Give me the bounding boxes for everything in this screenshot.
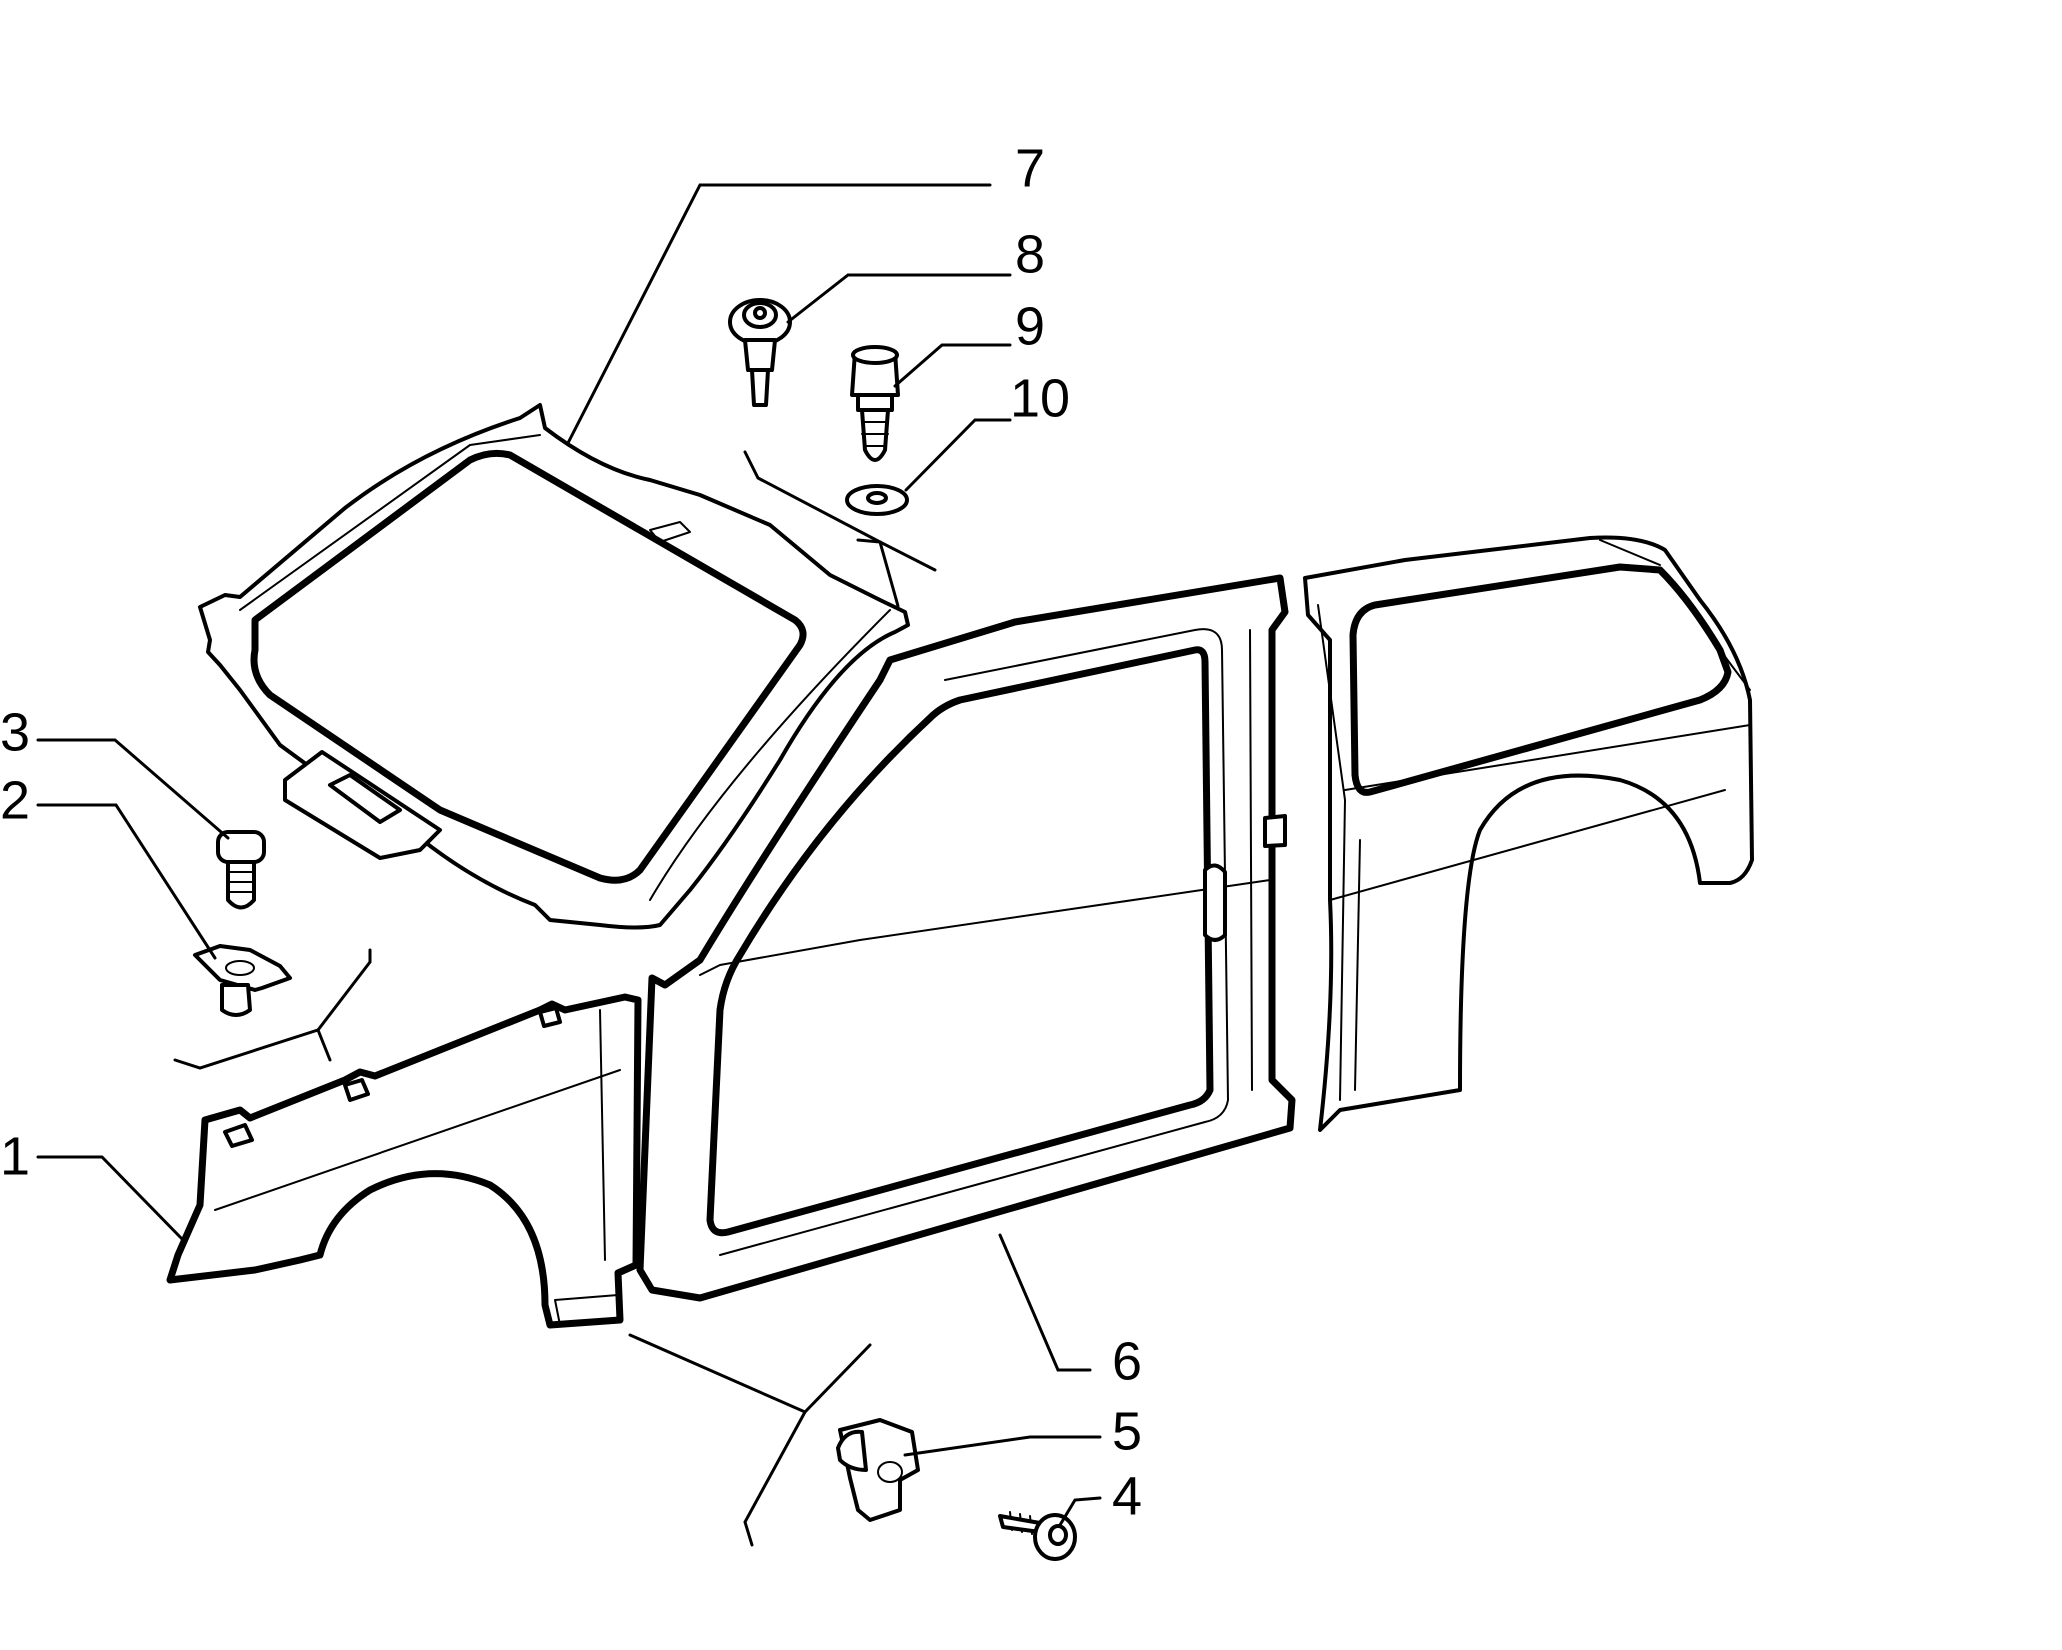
callout-3: 3 — [0, 702, 30, 762]
callout-leaders — [36, 183, 1102, 1527]
fender-clip-nut — [193, 944, 292, 1017]
assembly-guide-lines — [173, 450, 937, 1547]
callout-6: 6 — [1112, 1331, 1142, 1391]
sill-screw — [998, 1511, 1077, 1561]
callout-4: 4 — [1112, 1466, 1142, 1526]
rear-quarter-panel — [1303, 535, 1754, 1132]
callout-2: 2 — [0, 770, 30, 830]
leader-3 — [36, 738, 230, 840]
flanged-bolt — [728, 298, 792, 407]
callout-10: 10 — [1010, 368, 1070, 428]
body-side-door-frame — [636, 574, 1296, 1302]
leader-7 — [566, 183, 992, 445]
leader-8 — [786, 273, 1012, 324]
washer — [845, 484, 909, 516]
callout-5: 5 — [1112, 1401, 1142, 1461]
leader-10 — [904, 418, 1012, 492]
callout-9: 9 — [1015, 296, 1045, 356]
hex-bolt — [850, 345, 900, 462]
leader-5 — [903, 1435, 1102, 1457]
callout-numbers: 1 2 3 4 5 6 7 8 9 10 — [0, 138, 1142, 1526]
leader-2 — [36, 803, 217, 960]
callout-7: 7 — [1015, 138, 1045, 198]
leader-9 — [893, 343, 1012, 388]
front-fender — [166, 993, 642, 1329]
callout-1: 1 — [0, 1126, 30, 1186]
leader-4 — [1058, 1496, 1102, 1527]
fender-bolt — [216, 830, 266, 910]
sill-clip — [836, 1418, 920, 1522]
callout-8: 8 — [1015, 224, 1045, 284]
windscreen-frame — [198, 403, 910, 930]
leader-1 — [36, 1155, 187, 1244]
leader-6 — [998, 1233, 1092, 1372]
